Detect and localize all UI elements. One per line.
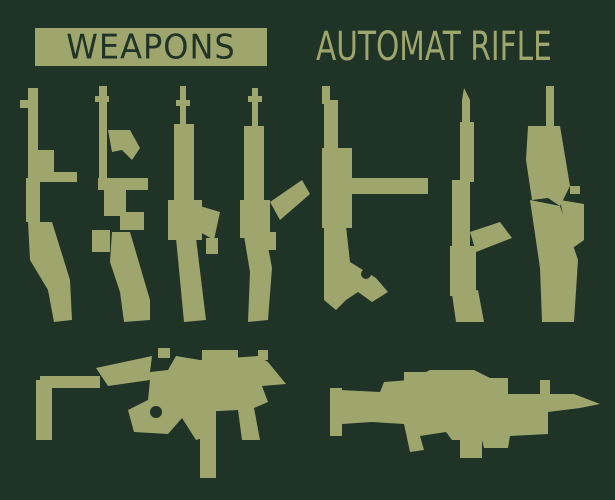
weapons-title-box: WEAPONS <box>35 27 267 67</box>
ppsh-submachine-gun-icon <box>20 88 77 322</box>
mp40-submachine-gun-icon <box>322 86 428 310</box>
automat-rifle-title: AUTOMAT RIFLE <box>316 24 552 70</box>
kriss-vector-smg-icon <box>36 348 286 478</box>
ak-bayonet-rifle-icon <box>450 88 512 322</box>
m16-rifle-icon <box>168 86 220 322</box>
scar-grenade-launcher-rifle-icon <box>330 370 600 458</box>
ak47-rifle-icon <box>240 88 310 322</box>
weapons-title: WEAPONS <box>66 27 236 67</box>
famas-bullpup-rifle-icon <box>526 86 584 322</box>
thompson-submachine-gun-icon <box>92 86 150 322</box>
